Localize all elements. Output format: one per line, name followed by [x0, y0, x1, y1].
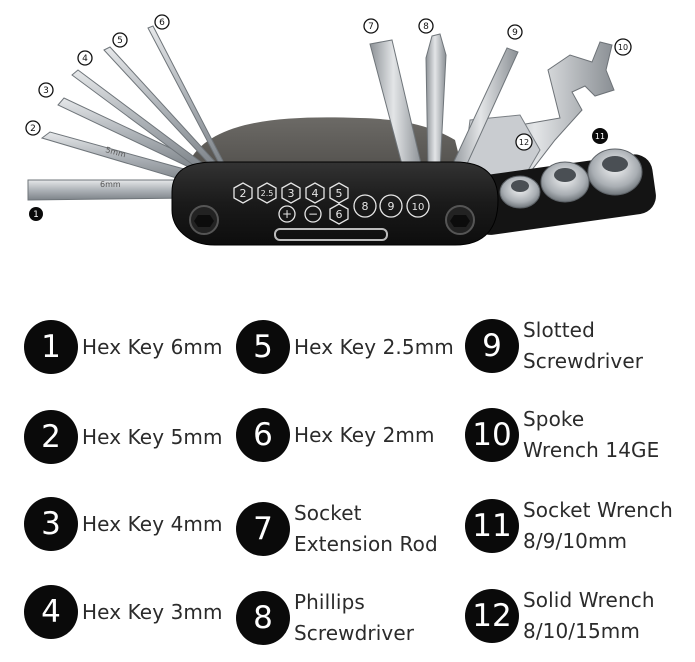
- item-label: Socket Wrench 8/9/10mm: [523, 498, 673, 553]
- item-label: Hex Key 2mm: [294, 422, 435, 447]
- engraving-6mm: 6mm: [100, 180, 121, 189]
- sockets: [469, 148, 656, 235]
- hex-keys: 6mm 5mm: [27, 25, 226, 201]
- number-badge: 1: [24, 320, 78, 374]
- svg-text:12: 12: [519, 138, 529, 147]
- callout-3: 3: [38, 82, 54, 98]
- svg-text:8: 8: [423, 22, 429, 32]
- svg-text:4: 4: [82, 54, 88, 64]
- svg-text:6: 6: [159, 18, 165, 28]
- callout-2: 2: [25, 120, 41, 136]
- legend-item-4: 4 Hex Key 3mm: [24, 585, 223, 639]
- svg-text:2: 2: [240, 187, 247, 200]
- svg-text:5: 5: [117, 36, 123, 46]
- item-label: Socket Extension Rod: [294, 501, 438, 556]
- callout-8: 8: [418, 18, 434, 34]
- item-label: Solid Wrench 8/10/15mm: [523, 588, 655, 643]
- number-badge: 5: [236, 320, 290, 374]
- callout-6: 6: [154, 14, 170, 30]
- number-badge: 4: [24, 585, 78, 639]
- face-markings: [233, 182, 430, 225]
- callout-10: 10: [614, 38, 632, 56]
- svg-text:9: 9: [388, 200, 395, 213]
- body-slot: [274, 228, 388, 241]
- svg-text:10: 10: [618, 43, 628, 52]
- item-label: Hex Key 3mm: [82, 599, 223, 624]
- legend-item-2: 2 Hex Key 5mm: [24, 410, 223, 464]
- number-badge: 6: [236, 408, 290, 462]
- item-label: Hex Key 5mm: [82, 424, 223, 449]
- svg-text:3: 3: [288, 187, 295, 200]
- svg-text:1: 1: [33, 210, 39, 220]
- svg-text:10: 10: [412, 202, 425, 213]
- svg-text:8: 8: [362, 200, 369, 213]
- item-label: Spoke Wrench 14GE: [523, 407, 660, 462]
- legend-item-11: 11 Socket Wrench 8/9/10mm: [465, 495, 673, 557]
- legend-item-9: 9 Slotted Screwdriver: [465, 315, 643, 377]
- legend-item-1: 1 Hex Key 6mm: [24, 320, 223, 374]
- legend-item-7: 7 Socket Extension Rod: [236, 498, 438, 560]
- legend-item-8: 8 Phillips Screwdriver: [236, 587, 414, 649]
- screwdrivers: [369, 33, 519, 176]
- number-badge: 2: [24, 410, 78, 464]
- callout-4: 4: [77, 50, 93, 66]
- legend-item-10: 10 Spoke Wrench 14GE: [465, 404, 659, 466]
- svg-text:2.5: 2.5: [261, 189, 274, 198]
- legend-item-5: 5 Hex Key 2.5mm: [236, 320, 454, 374]
- number-badge: 9: [465, 319, 519, 373]
- svg-text:5: 5: [336, 187, 343, 200]
- callout-7: 7: [363, 18, 379, 34]
- face-marking-labels: 2 2.5 3 4 5 + − 6 8 9 10: [240, 187, 425, 221]
- multi-tool-illustration: 6mm 5mm 2 2.5 3 4: [25, 14, 656, 246]
- item-label: Hex Key 2.5mm: [294, 334, 454, 359]
- number-badge: 11: [465, 499, 519, 553]
- number-badge: 10: [465, 408, 519, 462]
- svg-text:+: +: [282, 207, 292, 221]
- svg-text:6: 6: [336, 208, 343, 221]
- item-label: Hex Key 4mm: [82, 511, 223, 536]
- svg-text:−: −: [308, 207, 318, 221]
- svg-text:7: 7: [368, 22, 374, 32]
- number-badge: 7: [236, 502, 290, 556]
- svg-text:2: 2: [30, 124, 36, 134]
- number-badge: 8: [236, 591, 290, 645]
- item-label: Phillips Screwdriver: [294, 590, 415, 645]
- svg-text:3: 3: [43, 86, 49, 96]
- tool-body: [171, 161, 499, 246]
- svg-text:9: 9: [512, 28, 518, 38]
- callout-markers: 1 2 3 4 5 6 7 8 9 10 11 12: [25, 14, 632, 221]
- number-badge: 12: [465, 589, 519, 643]
- svg-text:11: 11: [595, 132, 605, 141]
- legend-item-3: 3 Hex Key 4mm: [24, 497, 223, 551]
- callout-11: 11: [592, 128, 608, 144]
- svg-text:4: 4: [312, 187, 319, 200]
- item-label: Hex Key 6mm: [82, 334, 223, 359]
- callout-12: 12: [515, 133, 533, 151]
- legend-item-6: 6 Hex Key 2mm: [236, 408, 435, 462]
- callout-5: 5: [112, 32, 128, 48]
- callout-9: 9: [507, 24, 523, 40]
- item-label: Slotted Screwdriver: [523, 318, 644, 373]
- legend-item-12: 12 Solid Wrench 8/10/15mm: [465, 585, 655, 647]
- number-badge: 3: [24, 497, 78, 551]
- callout-1: 1: [29, 207, 43, 221]
